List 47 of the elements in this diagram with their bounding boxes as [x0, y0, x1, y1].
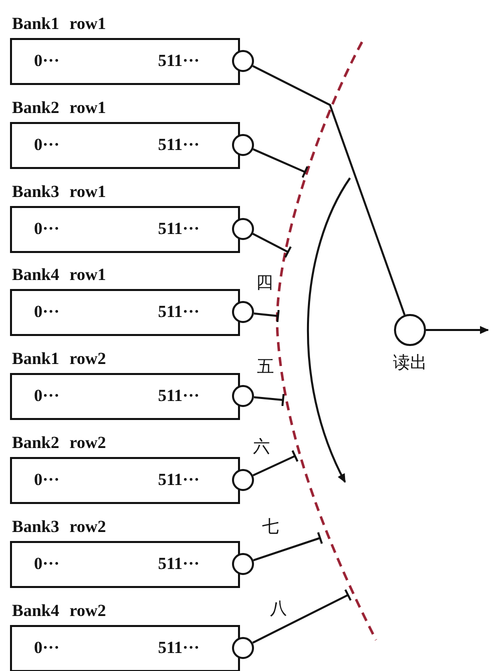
contact-line	[252, 148, 308, 178]
contact-line	[254, 309, 280, 323]
column-label: 0···	[34, 134, 60, 155]
row-label: Bank4 row2	[12, 600, 106, 621]
contact-number: 六	[253, 438, 270, 456]
column-label: 511···	[158, 638, 200, 658]
contact-line	[252, 232, 292, 258]
contact-circle	[232, 385, 254, 408]
contact-circle	[232, 301, 254, 324]
column-label: 0···	[34, 470, 60, 490]
column-label: 0···	[34, 386, 60, 406]
contact-line	[252, 588, 352, 644]
row-label: Bank2 row1	[12, 98, 106, 118]
contact-number: 七	[262, 518, 279, 536]
output-label: 读出	[393, 354, 427, 372]
column-label: 511···	[158, 386, 200, 406]
output-arrow	[426, 326, 489, 334]
column-label: 511···	[158, 51, 200, 71]
row-label: Bank3 row2	[12, 516, 106, 537]
column-label: 0···	[34, 554, 60, 574]
contact-line	[253, 531, 323, 562]
column-label: 511···	[158, 134, 200, 155]
row-label: Bank1 row1	[12, 14, 106, 34]
row-label: Bank2 row2	[12, 433, 106, 453]
contact-circle	[232, 636, 254, 659]
contact-line	[252, 450, 299, 476]
contact-circle	[232, 50, 254, 72]
column-label: 511···	[158, 554, 200, 574]
contact-circle	[232, 469, 254, 491]
row-label: Bank1 row2	[12, 349, 106, 370]
contact-line	[254, 393, 285, 407]
contact-number: 五	[257, 358, 274, 376]
contact-circle	[232, 218, 254, 240]
contact-number: 四	[256, 274, 273, 292]
contact-circle	[232, 134, 254, 156]
row-label: Bank3 row1	[12, 182, 106, 202]
column-label: 511···	[158, 302, 200, 322]
column-label: 0···	[34, 218, 60, 239]
contact-circle	[232, 552, 254, 575]
column-label: 511···	[158, 470, 200, 490]
switch-line	[252, 65, 406, 316]
column-label: 0···	[34, 51, 60, 71]
column-label: 0···	[34, 638, 60, 658]
column-label: 511···	[158, 218, 200, 239]
column-label: 0···	[34, 302, 60, 322]
contact-number: 八	[270, 600, 287, 618]
row-label: Bank4 row1	[12, 265, 106, 286]
